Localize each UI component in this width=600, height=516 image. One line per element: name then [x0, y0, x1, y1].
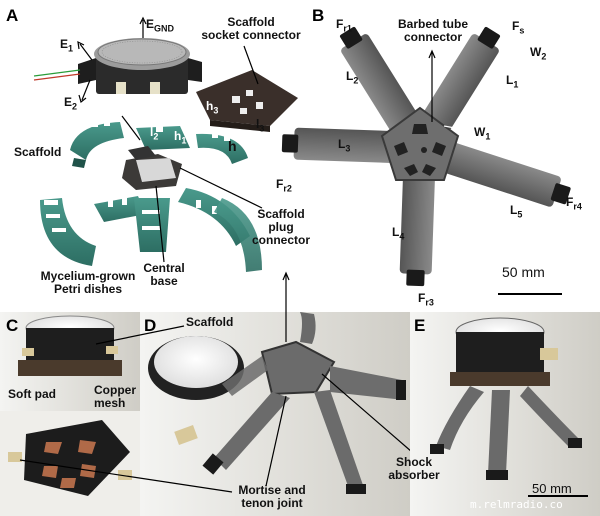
- label-e-gnd: EGND: [146, 17, 175, 34]
- label-e2: E2: [64, 95, 78, 112]
- panel-a-illustration: [33, 16, 298, 272]
- arm-l5: [429, 138, 571, 207]
- label-h3: h3: [206, 99, 219, 116]
- label-l5-arm: L5: [510, 203, 523, 220]
- arm-l3: [281, 127, 407, 164]
- label-l3: l3: [256, 117, 265, 134]
- panel-d-photo: [19, 271, 413, 516]
- panel-a-leader-lines: [77, 16, 263, 263]
- label-fr4: Fr4: [566, 195, 582, 212]
- socket-connector-plate: [196, 70, 298, 132]
- panel-b-annotations: [428, 39, 562, 295]
- panel-label-d: D: [144, 316, 157, 335]
- label-l3-arm: L3: [338, 137, 351, 154]
- label-l2-arm: L2: [346, 69, 359, 86]
- sensor-module: [33, 38, 202, 94]
- hub-pentagon: [380, 106, 460, 181]
- panel-label-e: E: [414, 316, 426, 335]
- panel-d-leader-lines: [19, 271, 413, 493]
- watermark-text: m.relmradio.co: [470, 498, 563, 511]
- panel-e-photo: [410, 312, 600, 516]
- label-l1-arm: L1: [506, 73, 519, 90]
- label-fr2: Fr2: [276, 177, 292, 194]
- label-l2: l2: [150, 125, 159, 142]
- central-base: [122, 146, 182, 190]
- label-fr3: Fr3: [418, 291, 434, 308]
- arm-l1: [415, 26, 501, 144]
- label-w2: W2: [530, 45, 547, 62]
- scale-bar-label-b: 50 mm: [502, 264, 545, 280]
- scaffold-upper-pieces: [70, 121, 248, 168]
- panel-c-photo: [0, 312, 140, 516]
- arm-l4: [399, 161, 436, 287]
- label-fr1: Fr1: [336, 17, 352, 34]
- label-l4-arm: L4: [392, 225, 405, 242]
- label-soft-pad: Soft pad: [8, 387, 56, 401]
- arm-l2: [339, 26, 425, 144]
- scaffold-lower-arms: [40, 188, 262, 272]
- panel-label-a: A: [6, 6, 19, 25]
- panel-d-robot: [202, 312, 406, 494]
- label-scaffold-d: Scaffold: [186, 315, 234, 329]
- panel-label-c: C: [6, 316, 19, 335]
- scale-bar-label-e: 50 mm: [532, 481, 572, 496]
- label-h: h: [228, 138, 237, 154]
- panel-label-b: B: [312, 6, 325, 25]
- label-h1: h1: [174, 129, 187, 146]
- star-robot: [281, 26, 571, 287]
- label-fs: Fs: [512, 19, 525, 36]
- label-w1: W1: [474, 125, 491, 142]
- label-scaffold-a: Scaffold: [14, 145, 62, 159]
- panel-b-illustration: [281, 26, 571, 295]
- label-e1: E1: [60, 37, 74, 54]
